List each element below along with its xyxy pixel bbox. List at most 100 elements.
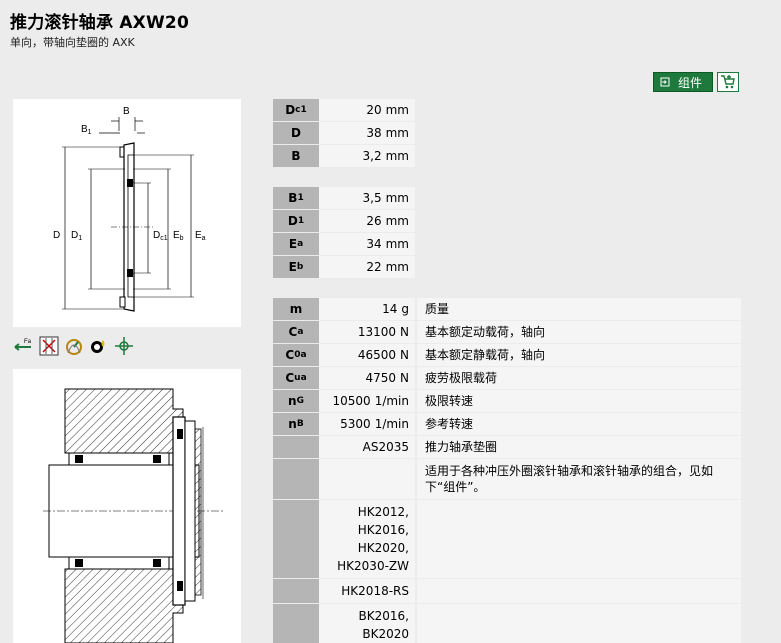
symbol-cell: m: [273, 298, 319, 320]
symbol-text: B: [291, 149, 301, 163]
unit-text: N: [400, 348, 409, 362]
symbol-cell: [273, 500, 319, 578]
symbol-subscript: c1: [295, 105, 307, 115]
components-button[interactable]: 组件: [653, 72, 713, 92]
value-text: 26: [366, 214, 382, 228]
label-b1: B1: [81, 124, 92, 136]
component-link[interactable]: HK2020,: [357, 541, 409, 555]
component-link[interactable]: BK2016,: [358, 609, 409, 623]
symbol-text: D: [285, 103, 296, 117]
add-to-cart-button[interactable]: [717, 72, 739, 92]
component-link[interactable]: HK2016,: [357, 523, 409, 537]
label-dc1: Dc1: [153, 230, 168, 242]
component-link[interactable]: BK2020: [362, 627, 409, 641]
label-d1: D1: [71, 230, 82, 242]
value-text: 20: [366, 103, 382, 117]
page-subtitle: 单向，带轴向垫圈的 AXK: [10, 36, 135, 49]
unit-text: g: [401, 302, 409, 316]
description-cell: [417, 145, 741, 167]
description-cell: 极限转速: [417, 390, 741, 412]
symbol-cell: [273, 436, 319, 458]
value-text: 4750: [365, 371, 397, 385]
description-cell: [417, 187, 741, 209]
symbol-text: D: [291, 126, 301, 140]
component-link[interactable]: HK2018-RS: [341, 584, 409, 598]
description-cell: [417, 604, 741, 643]
value-text: 14: [382, 302, 398, 316]
description-cell: [417, 579, 741, 603]
assembly-drawing: [13, 369, 241, 643]
unit-text: mm: [385, 126, 409, 140]
centering-icon[interactable]: [113, 335, 135, 357]
description-cell: 基本额定静载荷，轴向: [417, 344, 741, 366]
symbol-text: B: [288, 191, 298, 205]
symbol-cell: B: [273, 145, 319, 167]
component-link[interactable]: HK2030-ZW: [337, 559, 409, 573]
symbol-text: n: [288, 417, 297, 431]
symbol-subscript: ua: [294, 373, 307, 383]
unit-text: mm: [385, 237, 409, 251]
description-cell: [417, 210, 741, 232]
speed-icon[interactable]: [63, 335, 85, 357]
value-text: 46500: [357, 348, 397, 362]
unit-text: N: [400, 325, 409, 339]
symbol-text: n: [288, 394, 297, 408]
unit-text: mm: [385, 260, 409, 274]
lubrication-icon[interactable]: [88, 335, 110, 357]
symbol-subscript: G: [296, 396, 304, 406]
symbol-subscript: B: [296, 419, 304, 429]
symbol-cell: D: [273, 122, 319, 144]
cart-icon: [721, 75, 735, 89]
value-text: 3,2: [362, 149, 382, 163]
component-link[interactable]: HK2012,: [357, 505, 409, 519]
description-cell: [417, 256, 741, 278]
no-radial-load-icon[interactable]: [38, 335, 60, 357]
symbol-text: C: [288, 325, 298, 339]
value-text: AS2035: [362, 440, 409, 454]
dimension-drawing: B B1 D D1: [13, 99, 241, 327]
label-d: D: [53, 230, 60, 241]
description-cell: 基本额定动载荷，轴向: [417, 321, 741, 343]
value-cell: AS2035: [319, 436, 415, 458]
page-title: 推力滚针轴承 AXW20: [10, 13, 189, 33]
axial-load-icon[interactable]: Fa: [13, 335, 35, 357]
description-cell: 疲劳极限载荷: [417, 367, 741, 389]
value-text: 3,5: [362, 191, 382, 205]
unit-text: 1/min: [374, 417, 409, 431]
unit-text: mm: [385, 191, 409, 205]
symbol-text: D: [287, 214, 298, 228]
symbol-cell: [273, 604, 319, 643]
unit-text: mm: [385, 149, 409, 163]
label-b: B: [123, 106, 130, 117]
symbol-subscript: 1: [297, 216, 305, 226]
description-cell: [417, 122, 741, 144]
value-cell: HK2012, HK2016, HK2020, HK2030-ZW: [319, 500, 415, 578]
value-cell: BK2016, BK2020: [319, 604, 415, 643]
